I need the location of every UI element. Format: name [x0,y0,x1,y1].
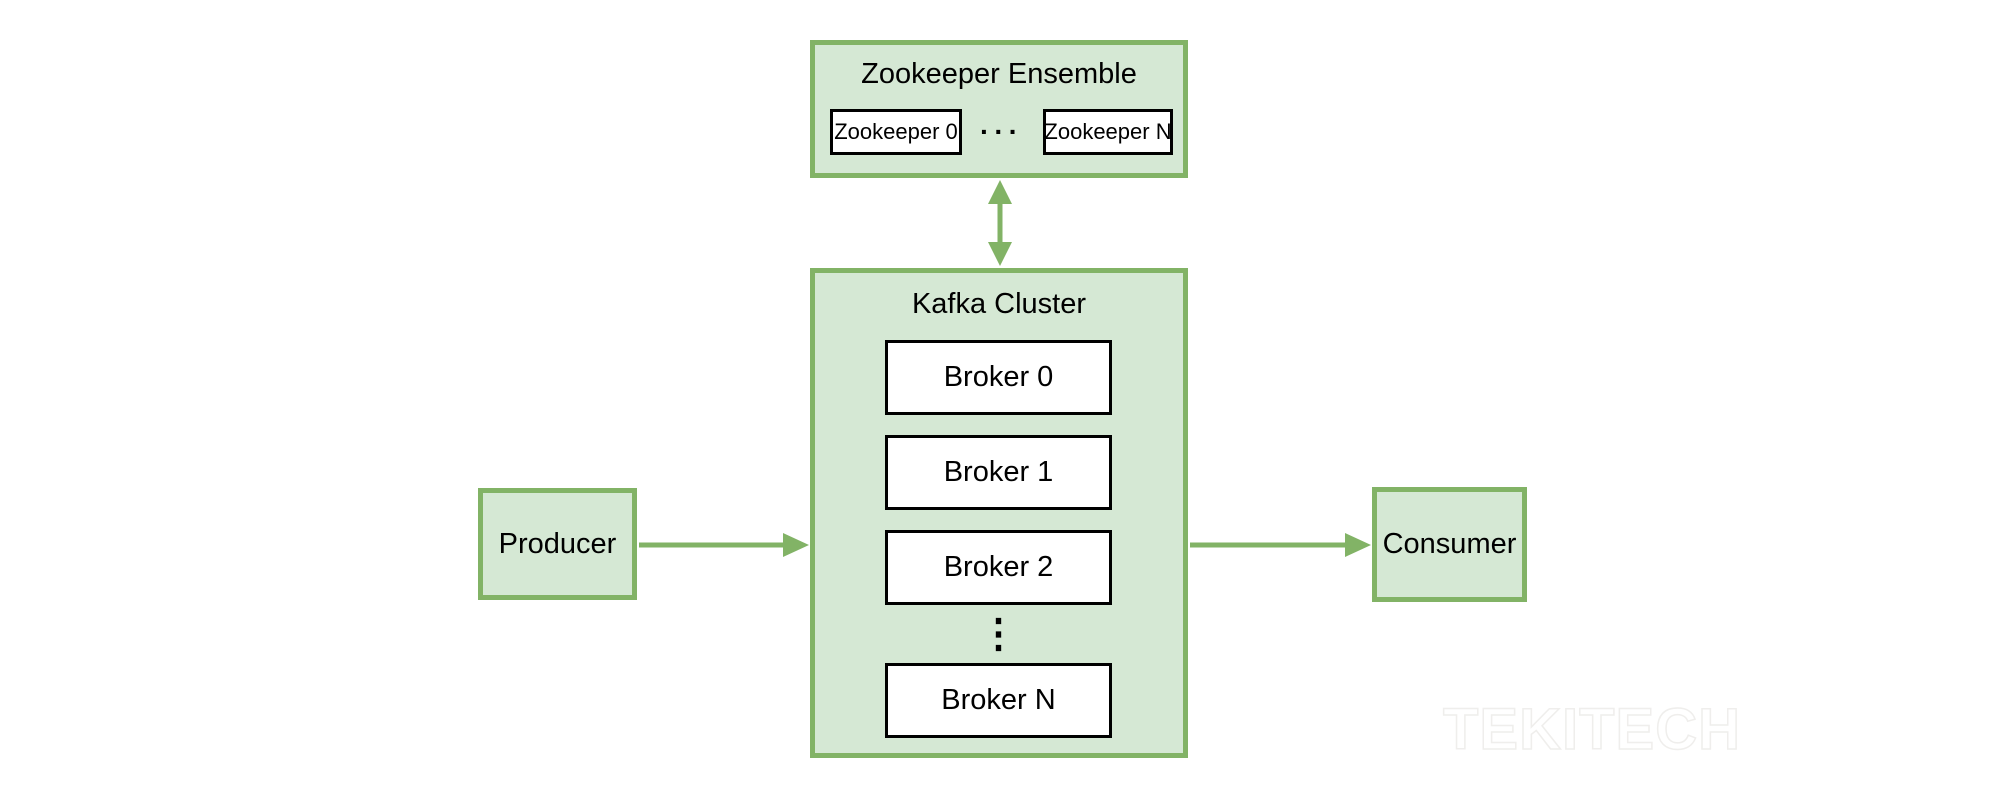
zookeeper-ensemble-box: Zookeeper Ensemble Zookeeper 0 ··· Zooke… [810,40,1188,178]
broker-node-0: Broker 0 [885,340,1112,415]
broker-node-n: Broker N [885,663,1112,738]
zookeeper-node-0: Zookeeper 0 [830,109,962,155]
kafka-to-consumer-arrow [1190,533,1371,557]
horizontal-ellipsis: ··· [980,116,1023,147]
zookeeper-node-n: Zookeeper N [1043,109,1173,155]
zookeeper-kafka-double-arrow [988,180,1012,266]
broker-node-2: Broker 2 [885,530,1112,605]
zookeeper-node-n-label: Zookeeper N [1044,119,1172,144]
broker-1-label: Broker 1 [943,456,1054,488]
kafka-cluster-box: Kafka Cluster Broker 0 Broker 1 Broker 2… [810,268,1188,758]
broker-0-label: Broker 0 [943,361,1054,393]
zookeeper-node-0-label: Zookeeper 0 [834,119,958,144]
kafka-cluster-title: Kafka Cluster [911,288,1087,320]
watermark: TEKITECH [1442,696,1741,763]
broker-node-1: Broker 1 [885,435,1112,510]
consumer-label: Consumer [1382,528,1517,560]
broker-2-label: Broker 2 [943,551,1054,583]
vertical-ellipsis: ⋮ [978,612,1019,656]
producer-label: Producer [498,527,617,560]
producer-box: Producer [478,488,637,600]
broker-n-label: Broker N [941,684,1056,716]
producer-to-kafka-arrow [639,533,809,557]
zookeeper-ensemble-title: Zookeeper Ensemble [861,58,1137,90]
consumer-box: Consumer [1372,487,1527,602]
